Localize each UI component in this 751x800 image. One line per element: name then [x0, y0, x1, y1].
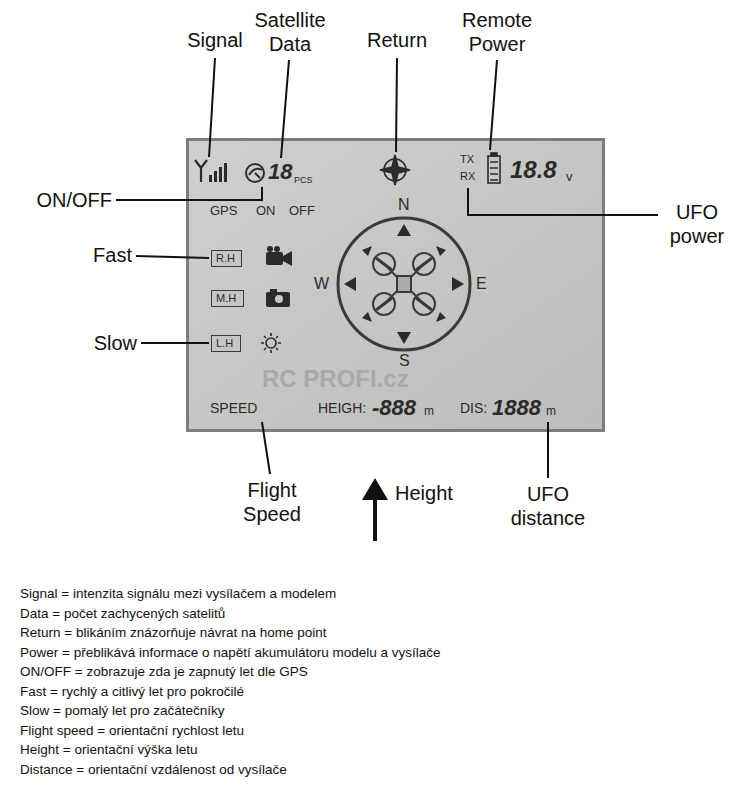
note-line: Return = blikáním znázorňuje návrat na h…	[20, 624, 730, 642]
mode-label: L.H	[216, 337, 233, 349]
compass-ring	[338, 218, 470, 350]
tx-label: TX	[460, 153, 474, 165]
callout-label: Slow	[57, 331, 137, 355]
callout-label: Return	[352, 28, 442, 52]
note-line: Distance = orientační vzdálenost od vysí…	[20, 761, 730, 779]
compass-letter: N	[398, 196, 410, 214]
satellite-icon	[246, 164, 264, 182]
compass-letter: E	[476, 275, 487, 293]
callout-label: UFO power	[657, 200, 737, 248]
watermark: RC PROFI.cz	[262, 366, 409, 392]
note-line: Slow = pomalý let pro začátečníky	[20, 702, 730, 720]
note-line: Signal = intenzita signálu mezi vysílače…	[20, 585, 730, 603]
lcd-frame	[186, 138, 605, 432]
callout-label: ON/OFF	[12, 188, 112, 212]
callout-label: Remote Power	[452, 8, 542, 56]
pointer-arrow	[362, 478, 388, 541]
distance-value: 1888	[492, 396, 541, 420]
mode-label: R.H	[216, 252, 235, 264]
unit-label: PCS	[294, 176, 313, 186]
mode-label: M.H	[216, 292, 236, 304]
signal-icon	[195, 160, 227, 182]
callout-label: UFO distance	[498, 482, 598, 530]
note-line: Fast = rychlý a citlivý let pro pokročil…	[20, 683, 730, 701]
battery-icon	[488, 153, 500, 183]
satellite-count: 18	[268, 160, 292, 184]
photo-icon	[266, 289, 290, 307]
height-label: HEIGH:	[318, 401, 366, 416]
height-value: -888	[372, 396, 416, 420]
unit-label: v	[566, 170, 573, 184]
callout-label: Satellite Data	[245, 8, 335, 56]
note-line: Data = počet zachycených satelitů	[20, 605, 730, 623]
note-line: ON/OFF = zobrazuje zda je zapnutý let dl…	[20, 663, 730, 681]
unit-label: m	[546, 405, 556, 418]
callout-label: Height	[395, 481, 475, 505]
callout-label: Fast	[52, 243, 132, 267]
note-line: Power = přeblikává informace o napětí ak…	[20, 644, 730, 662]
light-icon	[261, 333, 281, 353]
callout-label: Flight Speed	[227, 478, 317, 526]
mode-box: M.H	[211, 290, 244, 307]
gps-label: GPS	[210, 204, 237, 218]
drone-icon	[373, 253, 435, 315]
speed-label: SPEED	[210, 401, 257, 416]
lcd-screen	[189, 141, 602, 429]
unit-label: m	[424, 405, 434, 418]
return-icon	[380, 155, 410, 185]
mode-box: R.H	[211, 250, 242, 267]
note-line: Height = orientační výška letu	[20, 741, 730, 759]
note-line: Flight speed = orientační rychlost letu	[20, 722, 730, 740]
video-icon	[266, 246, 292, 266]
leader-lines	[116, 58, 658, 478]
compass-letter: W	[314, 275, 329, 293]
mode-box: L.H	[211, 335, 241, 352]
off-label: OFF	[289, 204, 315, 218]
rx-label: RX	[460, 170, 475, 182]
callout-label: Signal	[170, 28, 260, 52]
on-label: ON	[256, 204, 276, 218]
voltage-value: 18.8	[510, 157, 557, 183]
distance-label: DIS:	[460, 401, 487, 416]
